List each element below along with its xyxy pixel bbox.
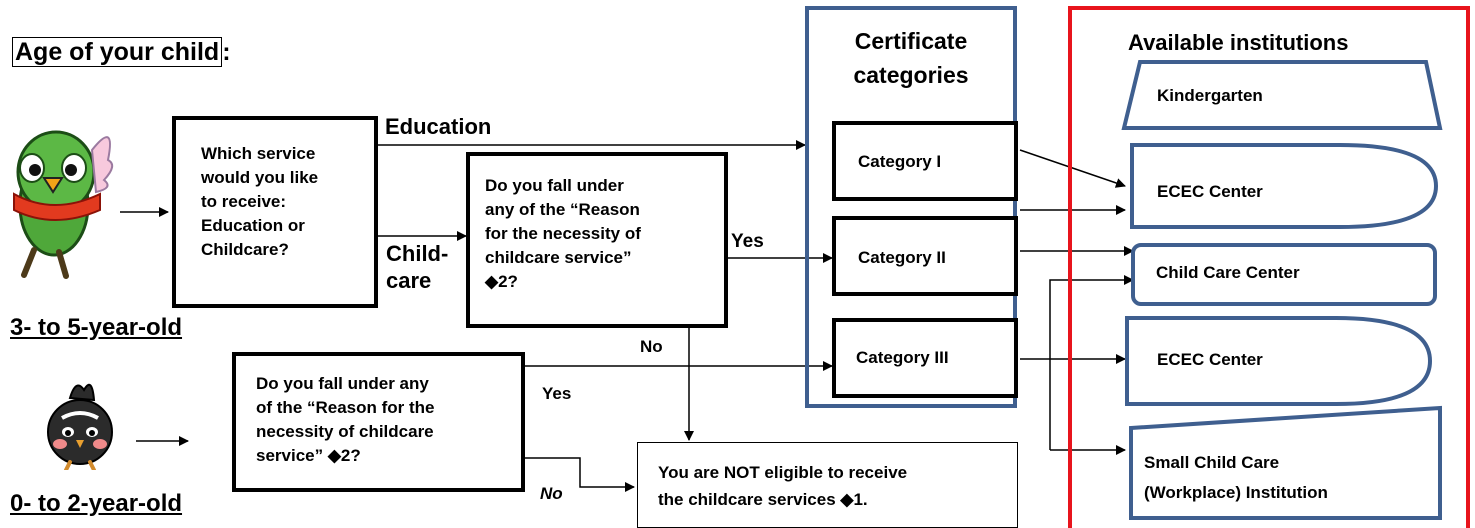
certificate-categories-title-line: Certificate: [854, 28, 968, 54]
ecec-center-1-shape: [1130, 143, 1439, 229]
small-child-care-label: Small Child Care (Workplace) Institution: [1144, 448, 1328, 508]
edge-label-yes-younger: Yes: [542, 384, 572, 403]
reason-question-older-line: for the necessity of: [485, 224, 641, 243]
not-eligible-line: You are NOT eligible to receive: [658, 463, 908, 482]
reason-question-younger-line: necessity of childcare: [256, 422, 434, 441]
reason-question-younger-line: Do you fall under any: [256, 374, 429, 393]
service-question-line: would you like: [201, 168, 319, 187]
ecec-center-1-label: ECEC Center: [1157, 182, 1263, 201]
service-question-line: Which service: [201, 144, 316, 163]
page-title-boxed: Age of your child: [12, 37, 223, 67]
certificate-categories-title-line: categories: [853, 62, 969, 88]
small-child-care-shape: [1129, 405, 1442, 520]
age-group-3-to-5: 3- to 5-year-old: [10, 314, 183, 341]
black-bird-mascot-icon: [47, 383, 113, 470]
not-eligible-box: You are NOT eligible to receive the chil…: [637, 442, 1018, 528]
page-title: Age of your child:: [12, 37, 231, 67]
category-2-label: Category II: [858, 248, 946, 267]
available-institutions-title: Available institutions: [1128, 30, 1349, 55]
kindergarten-shape: [1121, 60, 1443, 130]
reason-question-older-line: ◆2?: [485, 272, 518, 291]
child-care-center-label: Child Care Center: [1156, 263, 1300, 282]
ecec-center-2-shape: [1125, 316, 1433, 406]
service-question-line: to receive:: [201, 192, 287, 211]
page-title-colon: :: [222, 38, 231, 66]
certificate-categories-frame: [805, 6, 1017, 408]
category-3-label: Category III: [856, 348, 949, 367]
edge-label-education: Education: [385, 114, 492, 139]
edge-label-childcare: Child- care: [386, 240, 448, 294]
service-question-text: Which service would you like to receive:…: [201, 142, 318, 262]
category-3-box: Category III: [832, 318, 1018, 398]
small-child-care-label-line: (Workplace) Institution: [1144, 483, 1328, 502]
not-eligible-text: You are NOT eligible to receive the chil…: [658, 459, 907, 513]
edge-label-no-older: No: [640, 337, 663, 356]
reason-question-younger-box: Do you fall under any of the “Reason for…: [232, 352, 525, 492]
reason-question-younger-text: Do you fall under any of the “Reason for…: [256, 372, 435, 468]
service-question-line: Education or: [201, 216, 305, 235]
edge-label-yes-older: Yes: [731, 231, 764, 252]
category-1-box: Category I: [832, 121, 1018, 201]
age-group-0-to-2: 0- to 2-year-old: [10, 490, 183, 517]
child-care-center-shape: [1131, 243, 1437, 306]
reason-question-older-line: childcare service”: [485, 248, 632, 267]
available-institutions-frame: [1068, 6, 1470, 528]
service-question-line: Childcare?: [201, 240, 289, 259]
reason-question-younger-line: service” ◆2?: [256, 446, 361, 465]
not-eligible-line: the childcare services ◆1.: [658, 490, 868, 509]
ecec-center-2-label: ECEC Center: [1157, 350, 1263, 369]
edge-label-no-younger: No: [540, 484, 563, 503]
kindergarten-label: Kindergarten: [1157, 86, 1263, 105]
edge-label-childcare-line: care: [386, 268, 432, 293]
reason-question-older-line: Do you fall under: [485, 176, 624, 195]
service-question-box: Which service would you like to receive:…: [172, 116, 378, 308]
small-child-care-label-line: Small Child Care: [1144, 453, 1280, 472]
reason-question-older-line: any of the “Reason: [485, 200, 640, 219]
reason-question-older-text: Do you fall under any of the “Reason for…: [485, 174, 641, 294]
category-2-box: Category II: [832, 216, 1018, 296]
reason-question-younger-line: of the “Reason for the: [256, 398, 435, 417]
reason-question-older-box: Do you fall under any of the “Reason for…: [466, 152, 728, 328]
green-bird-mascot-icon: [13, 130, 114, 279]
category-1-label: Category I: [858, 152, 942, 171]
edge-label-childcare-line: Child-: [386, 241, 449, 266]
certificate-categories-title: Certificate categories: [805, 24, 1017, 92]
